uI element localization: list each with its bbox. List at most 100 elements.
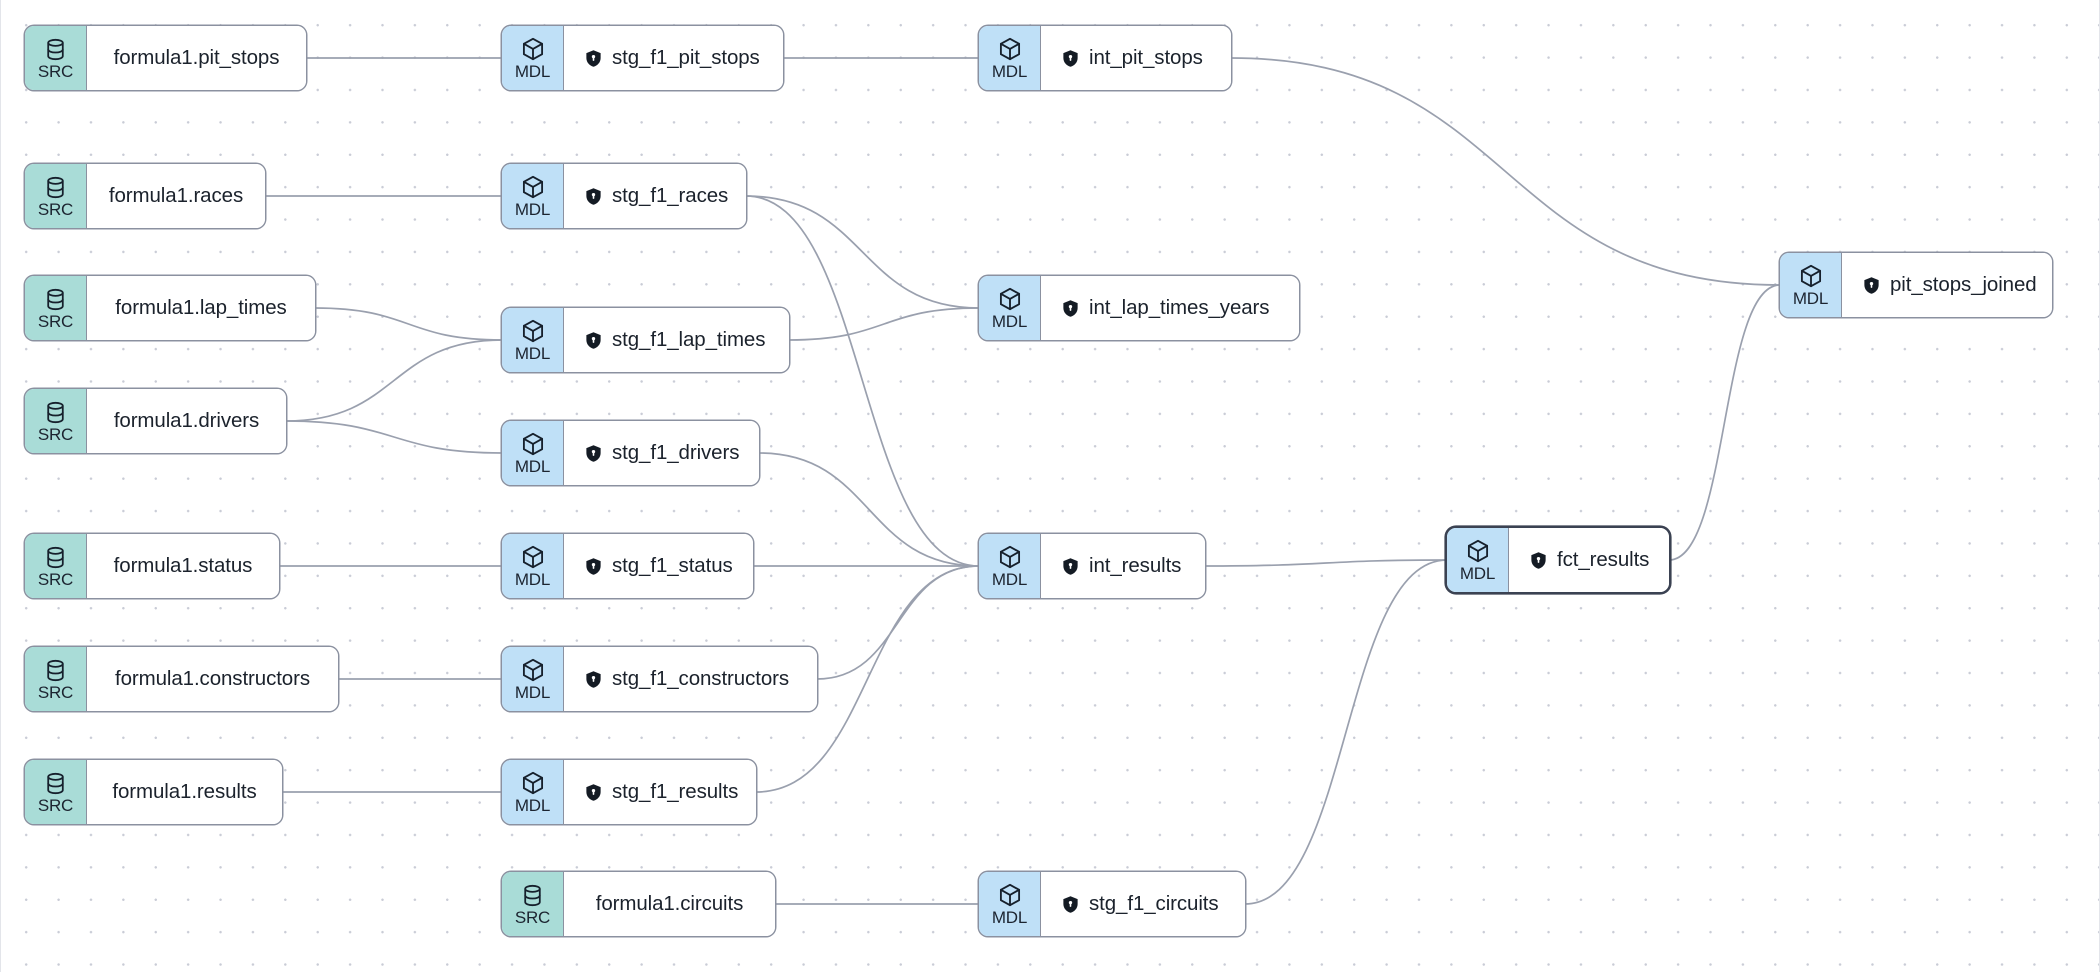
- badge-label: SRC: [37, 61, 74, 81]
- shield-icon: [584, 670, 603, 689]
- shield-icon: [584, 331, 603, 350]
- shield-icon: [1061, 895, 1080, 914]
- node-label: stg_f1_pit_stops: [612, 46, 760, 69]
- badge-label: MDL: [514, 200, 551, 219]
- node-label: stg_f1_drivers: [612, 441, 740, 464]
- src-badge: SRC: [25, 276, 87, 340]
- shield-icon: [1061, 49, 1080, 68]
- node-label: formula1.status: [113, 554, 253, 577]
- edge-int_results-to-fct_results: [1204, 559, 1448, 567]
- badge-label: MDL: [514, 62, 551, 81]
- graph-node-src_constructors[interactable]: SRC formula1.constructors: [25, 647, 338, 711]
- edge-stg_lap_times-to-int_lap_times_years: [788, 307, 980, 341]
- graph-node-src_pit_stops[interactable]: SRC formula1.pit_stops: [25, 26, 306, 90]
- node-label: formula1.lap_times: [115, 296, 287, 319]
- badge-label: SRC: [37, 311, 74, 331]
- node-label: formula1.pit_stops: [113, 46, 280, 69]
- graph-node-src_races[interactable]: SRC formula1.races: [25, 164, 265, 228]
- shield-icon: [584, 557, 603, 576]
- badge-label: MDL: [514, 796, 551, 815]
- badge-label: SRC: [37, 795, 74, 815]
- node-body: formula1.races: [87, 164, 265, 228]
- edge-fct_results-to-pit_stops_joined: [1668, 284, 1781, 561]
- node-body: stg_f1_drivers: [564, 421, 759, 485]
- node-label: formula1.results: [112, 780, 257, 803]
- mdl-badge: MDL: [979, 276, 1041, 340]
- src-badge: SRC: [502, 872, 564, 936]
- shield-icon: [1531, 551, 1546, 569]
- mdl-badge: MDL: [979, 534, 1041, 598]
- node-body: formula1.drivers: [87, 389, 286, 453]
- badge-label: SRC: [37, 682, 74, 702]
- cube-icon: [1465, 538, 1491, 564]
- graph-node-src_lap_times[interactable]: SRC formula1.lap_times: [25, 276, 315, 340]
- node-body: int_lap_times_years: [1041, 276, 1299, 340]
- node-label: int_pit_stops: [1089, 46, 1203, 69]
- shield-icon: [584, 783, 603, 802]
- shield-icon: [586, 49, 601, 67]
- cube-icon: [520, 544, 546, 570]
- shield-icon: [1063, 299, 1078, 317]
- graph-node-stg_lap_times[interactable]: MDL stg_f1_lap_times: [502, 308, 789, 372]
- graph-node-stg_constructors[interactable]: MDL stg_f1_constructors: [502, 647, 817, 711]
- graph-node-stg_pit_stops[interactable]: MDL stg_f1_pit_stops: [502, 26, 783, 90]
- badge-label: SRC: [514, 907, 551, 927]
- mdl-badge: MDL: [502, 308, 564, 372]
- shield-icon: [1864, 276, 1879, 294]
- badge-label: SRC: [37, 424, 74, 444]
- cube-icon: [997, 36, 1023, 62]
- node-label: stg_f1_races: [612, 184, 729, 207]
- edge-stg_drivers-to-int_results: [758, 452, 980, 567]
- src-badge: SRC: [25, 534, 87, 598]
- mdl-badge: MDL: [1447, 528, 1509, 592]
- edge-src_lap_times-to-stg_lap_times: [314, 307, 503, 341]
- cube-icon: [520, 431, 546, 457]
- shield-icon: [1063, 49, 1078, 67]
- graph-node-int_lap_times_years[interactable]: MDL int_lap_times_years: [979, 276, 1299, 340]
- node-body: formula1.status: [87, 534, 279, 598]
- graph-node-src_results[interactable]: SRC formula1.results: [25, 760, 282, 824]
- node-body: stg_f1_lap_times: [564, 308, 789, 372]
- node-body: stg_f1_constructors: [564, 647, 817, 711]
- badge-label: MDL: [514, 683, 551, 702]
- graph-node-src_status[interactable]: SRC formula1.status: [25, 534, 279, 598]
- shield-icon: [586, 783, 601, 801]
- edge-stg_circuits-to-fct_results: [1244, 559, 1448, 905]
- graph-node-fct_results[interactable]: MDL fct_results: [1447, 528, 1669, 592]
- badge-label: MDL: [514, 344, 551, 363]
- mdl-badge: MDL: [979, 872, 1041, 936]
- src-badge: SRC: [25, 164, 87, 228]
- graph-node-stg_races[interactable]: MDL stg_f1_races: [502, 164, 746, 228]
- graph-node-src_circuits[interactable]: SRC formula1.circuits: [502, 872, 775, 936]
- node-label: stg_f1_lap_times: [612, 328, 766, 351]
- shield-icon: [1061, 299, 1080, 318]
- node-body: formula1.results: [87, 760, 282, 824]
- cube-icon: [520, 657, 546, 683]
- mdl-badge: MDL: [502, 534, 564, 598]
- graph-node-stg_circuits[interactable]: MDL stg_f1_circuits: [979, 872, 1245, 936]
- node-label: formula1.circuits: [595, 892, 744, 915]
- badge-label: SRC: [37, 199, 74, 219]
- badge-label: MDL: [1459, 564, 1496, 583]
- badge-label: MDL: [991, 312, 1028, 331]
- src-badge: SRC: [25, 26, 87, 90]
- shield-icon: [1063, 557, 1078, 575]
- badge-label: MDL: [991, 570, 1028, 589]
- shield-icon: [586, 444, 601, 462]
- node-body: fct_results: [1509, 528, 1669, 592]
- node-body: stg_f1_status: [564, 534, 753, 598]
- graph-node-src_drivers[interactable]: SRC formula1.drivers: [25, 389, 286, 453]
- shield-icon: [586, 187, 601, 205]
- node-label: stg_f1_circuits: [1089, 892, 1219, 915]
- shield-icon: [584, 444, 603, 463]
- src-badge: SRC: [25, 760, 87, 824]
- node-label: formula1.constructors: [114, 667, 310, 690]
